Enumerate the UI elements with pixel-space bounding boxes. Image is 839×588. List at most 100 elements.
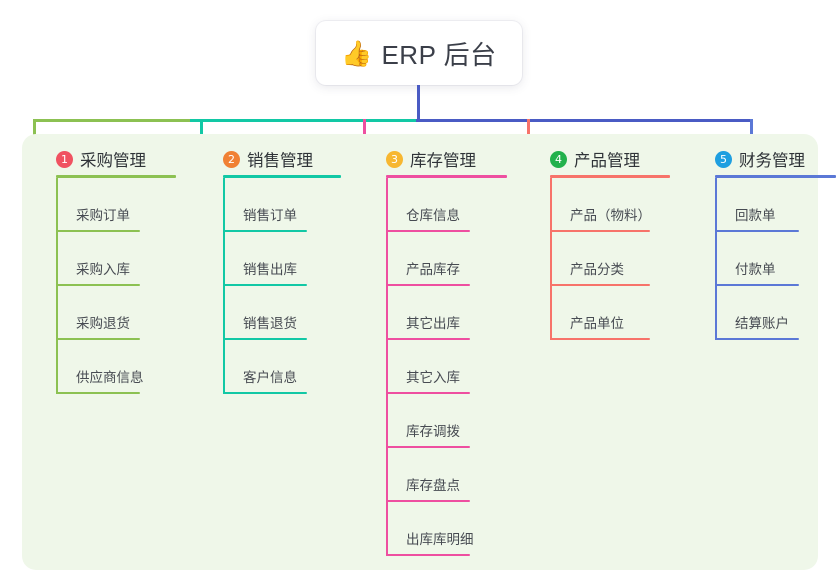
leaf-label: 客户信息 xyxy=(243,370,297,385)
leaf-stem-connector xyxy=(386,394,388,448)
leaf-stem-connector xyxy=(715,232,717,286)
branch-underline xyxy=(386,175,507,178)
leaf-stem-connector xyxy=(56,286,58,340)
leaf-stem-connector xyxy=(550,178,552,232)
leaf-item[interactable]: 销售订单 xyxy=(223,178,313,232)
leaf-underline xyxy=(56,338,140,340)
leaf-underline xyxy=(550,338,650,340)
branch-label: 产品管理 xyxy=(574,152,640,170)
leaf-label: 库存调拨 xyxy=(406,424,460,439)
leaf-stem-connector xyxy=(550,232,552,286)
branch-column-3: 3 库存管理仓库信息产品库存其它出库其它入库库存调拨库存盘点出库库明细 xyxy=(370,140,507,556)
leaf-item[interactable]: 供应商信息 xyxy=(56,340,146,394)
leaf-label: 采购入库 xyxy=(76,262,130,277)
root-node-card[interactable]: 👍 ERP 后台 xyxy=(316,21,522,85)
leaf-underline xyxy=(715,284,799,286)
leaf-stem-connector xyxy=(386,502,388,556)
bus-segment-mid-teal xyxy=(190,119,416,122)
leaf-underline xyxy=(715,338,799,340)
leaf-stem-connector xyxy=(56,178,58,232)
leaf-underline xyxy=(223,338,307,340)
root-node-content: 👍 ERP 后台 xyxy=(341,35,496,72)
leaf-label: 库存盘点 xyxy=(406,478,460,493)
leaf-item[interactable]: 产品单位 xyxy=(550,286,650,340)
leaf-label: 付款单 xyxy=(735,262,776,277)
branch-underline xyxy=(223,175,341,178)
leaf-stem-connector xyxy=(223,232,225,286)
leaf-label: 销售退货 xyxy=(243,316,297,331)
leaf-stem-connector xyxy=(56,340,58,394)
leaf-underline xyxy=(386,554,470,556)
leaf-stem-connector xyxy=(223,286,225,340)
leaf-underline xyxy=(223,392,307,394)
root-node-title: ERP 后台 xyxy=(381,39,497,70)
leaf-underline xyxy=(550,284,650,286)
leaf-underline xyxy=(56,230,140,232)
branch-number-badge: 1 xyxy=(56,150,73,168)
leaf-underline xyxy=(386,392,470,394)
leaf-underline xyxy=(386,230,470,232)
leaf-underline xyxy=(386,284,470,286)
leaf-item[interactable]: 采购入库 xyxy=(56,232,146,286)
branch-underline xyxy=(56,175,176,178)
leaf-item[interactable]: 出库库明细 xyxy=(386,502,476,556)
leaf-label: 产品（物料） xyxy=(570,208,651,223)
leaf-list: 回款单付款单结算账户 xyxy=(715,178,805,340)
leaf-label: 销售订单 xyxy=(243,208,297,223)
leaf-item[interactable]: 结算账户 xyxy=(715,286,805,340)
leaf-stem-connector xyxy=(386,448,388,502)
leaf-item[interactable]: 其它入库 xyxy=(386,340,476,394)
leaf-stem-connector xyxy=(386,232,388,286)
branch-label: 财务管理 xyxy=(739,152,805,170)
leaf-item[interactable]: 仓库信息 xyxy=(386,178,476,232)
leaf-item[interactable]: 付款单 xyxy=(715,232,805,286)
leaf-stem-connector xyxy=(715,178,717,232)
leaf-item[interactable]: 采购订单 xyxy=(56,178,146,232)
leaf-label: 结算账户 xyxy=(735,316,789,331)
leaf-stem-connector xyxy=(715,286,717,340)
leaf-underline xyxy=(56,284,140,286)
branch-header-3[interactable]: 3 库存管理 xyxy=(370,140,507,178)
leaf-item[interactable]: 客户信息 xyxy=(223,340,313,394)
leaf-list: 产品（物料） 产品分类产品单位 xyxy=(550,178,651,340)
leaf-item[interactable]: 产品库存 xyxy=(386,232,476,286)
leaf-item[interactable]: 产品分类 xyxy=(550,232,650,286)
leaf-item[interactable]: 销售出库 xyxy=(223,232,313,286)
leaf-item[interactable]: 销售退货 xyxy=(223,286,313,340)
leaf-list: 销售订单销售出库销售退货客户信息 xyxy=(223,178,313,394)
leaf-label: 销售出库 xyxy=(243,262,297,277)
leaf-label: 仓库信息 xyxy=(406,208,460,223)
leaf-underline xyxy=(386,446,470,448)
leaf-underline xyxy=(56,392,140,394)
bus-segment-left-green xyxy=(33,119,190,122)
root-stem-connector xyxy=(417,85,420,121)
leaf-label: 产品库存 xyxy=(406,262,460,277)
leaf-item[interactable]: 库存调拨 xyxy=(386,394,476,448)
leaf-item[interactable]: 回款单 xyxy=(715,178,805,232)
leaf-stem-connector xyxy=(386,178,388,232)
leaf-item[interactable]: 产品（物料） xyxy=(550,178,651,232)
leaf-label: 采购退货 xyxy=(76,316,130,331)
branch-label: 库存管理 xyxy=(410,152,476,170)
leaf-label: 回款单 xyxy=(735,208,776,223)
leaf-stem-connector xyxy=(386,286,388,340)
leaf-underline xyxy=(223,230,307,232)
leaf-label: 其它入库 xyxy=(406,370,460,385)
branch-label: 销售管理 xyxy=(247,152,313,170)
leaf-item[interactable]: 采购退货 xyxy=(56,286,146,340)
leaf-label: 出库库明细 xyxy=(406,532,474,547)
leaf-item[interactable]: 其它出库 xyxy=(386,286,476,340)
leaf-list: 采购订单采购入库采购退货供应商信息 xyxy=(56,178,146,394)
leaf-item[interactable]: 库存盘点 xyxy=(386,448,476,502)
branch-number-badge: 3 xyxy=(386,150,403,168)
branch-underline xyxy=(550,175,670,178)
